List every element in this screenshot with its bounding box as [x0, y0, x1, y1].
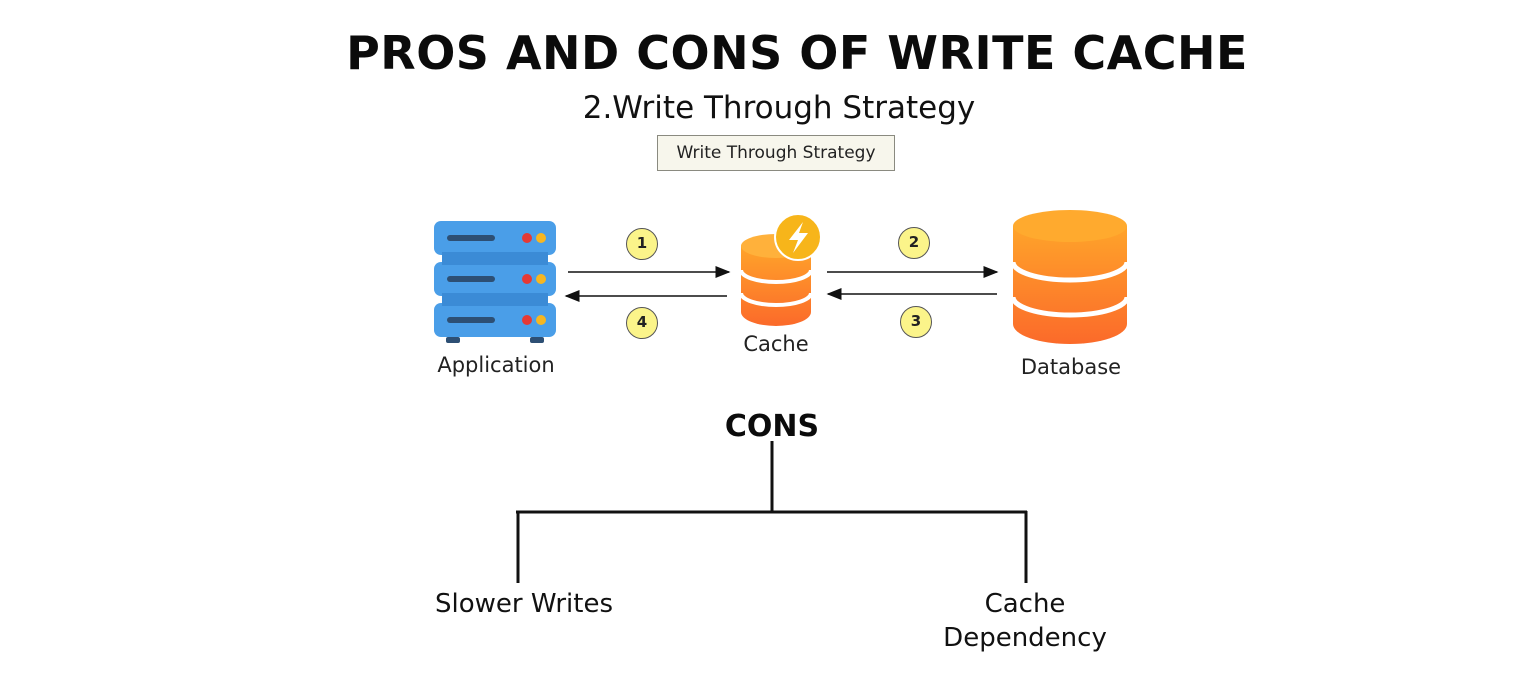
cons-heading: CONS — [724, 409, 820, 444]
strategy-badge: Write Through Strategy — [657, 135, 895, 171]
page-title: PROS AND CONS OF WRITE CACHE — [346, 26, 1248, 80]
cons-tree-lines — [516, 441, 1028, 583]
application-label: Application — [437, 353, 555, 377]
lightning-bolt-icon — [774, 213, 822, 261]
step-3-badge: 3 — [900, 306, 932, 338]
database-cylinder-icon — [1010, 210, 1130, 344]
server-rack-icon — [434, 221, 556, 343]
step-1-badge: 1 — [626, 228, 658, 260]
database-label: Database — [1020, 355, 1122, 379]
step-2-badge: 2 — [898, 227, 930, 259]
cons-item-slower-writes: Slower Writes — [434, 589, 614, 619]
step-4-badge: 4 — [626, 307, 658, 339]
cons-item-cache-dependency: Cache Dependency — [943, 589, 1107, 653]
cache-label: Cache — [743, 332, 809, 356]
page-subtitle: 2.Write Through Strategy — [582, 90, 976, 126]
